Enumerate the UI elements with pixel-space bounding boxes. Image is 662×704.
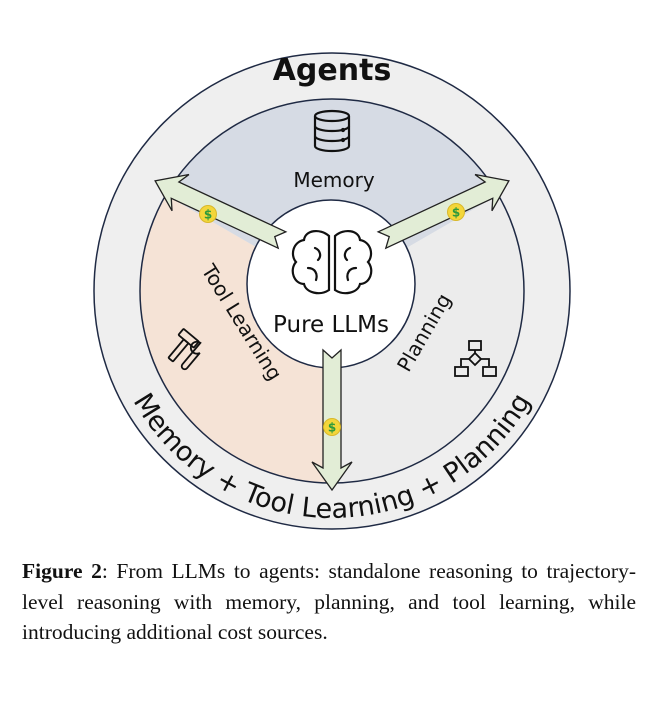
brain-icon	[291, 230, 373, 295]
dollar-coin-icon	[447, 203, 465, 221]
database-icon	[313, 109, 351, 153]
dollar-coin-icon	[199, 205, 217, 223]
memory-label: Memory	[293, 168, 375, 192]
sector-memory	[165, 98, 499, 291]
dollar-coin-icon	[323, 418, 341, 436]
flowchart-icon	[454, 340, 497, 377]
caption-text: : From LLMs to agents: standalone reason…	[22, 559, 637, 644]
agents-diagram: $ Agents Memory + Tool Learning + Planni…	[93, 52, 571, 530]
pure-llms-label: Pure LLMs	[273, 312, 389, 338]
tools-icon	[167, 328, 202, 371]
figure-label: Figure 2	[22, 559, 102, 583]
agents-label: Agents	[273, 53, 392, 88]
figure-caption: Figure 2: From LLMs to agents: standalon…	[22, 556, 636, 648]
